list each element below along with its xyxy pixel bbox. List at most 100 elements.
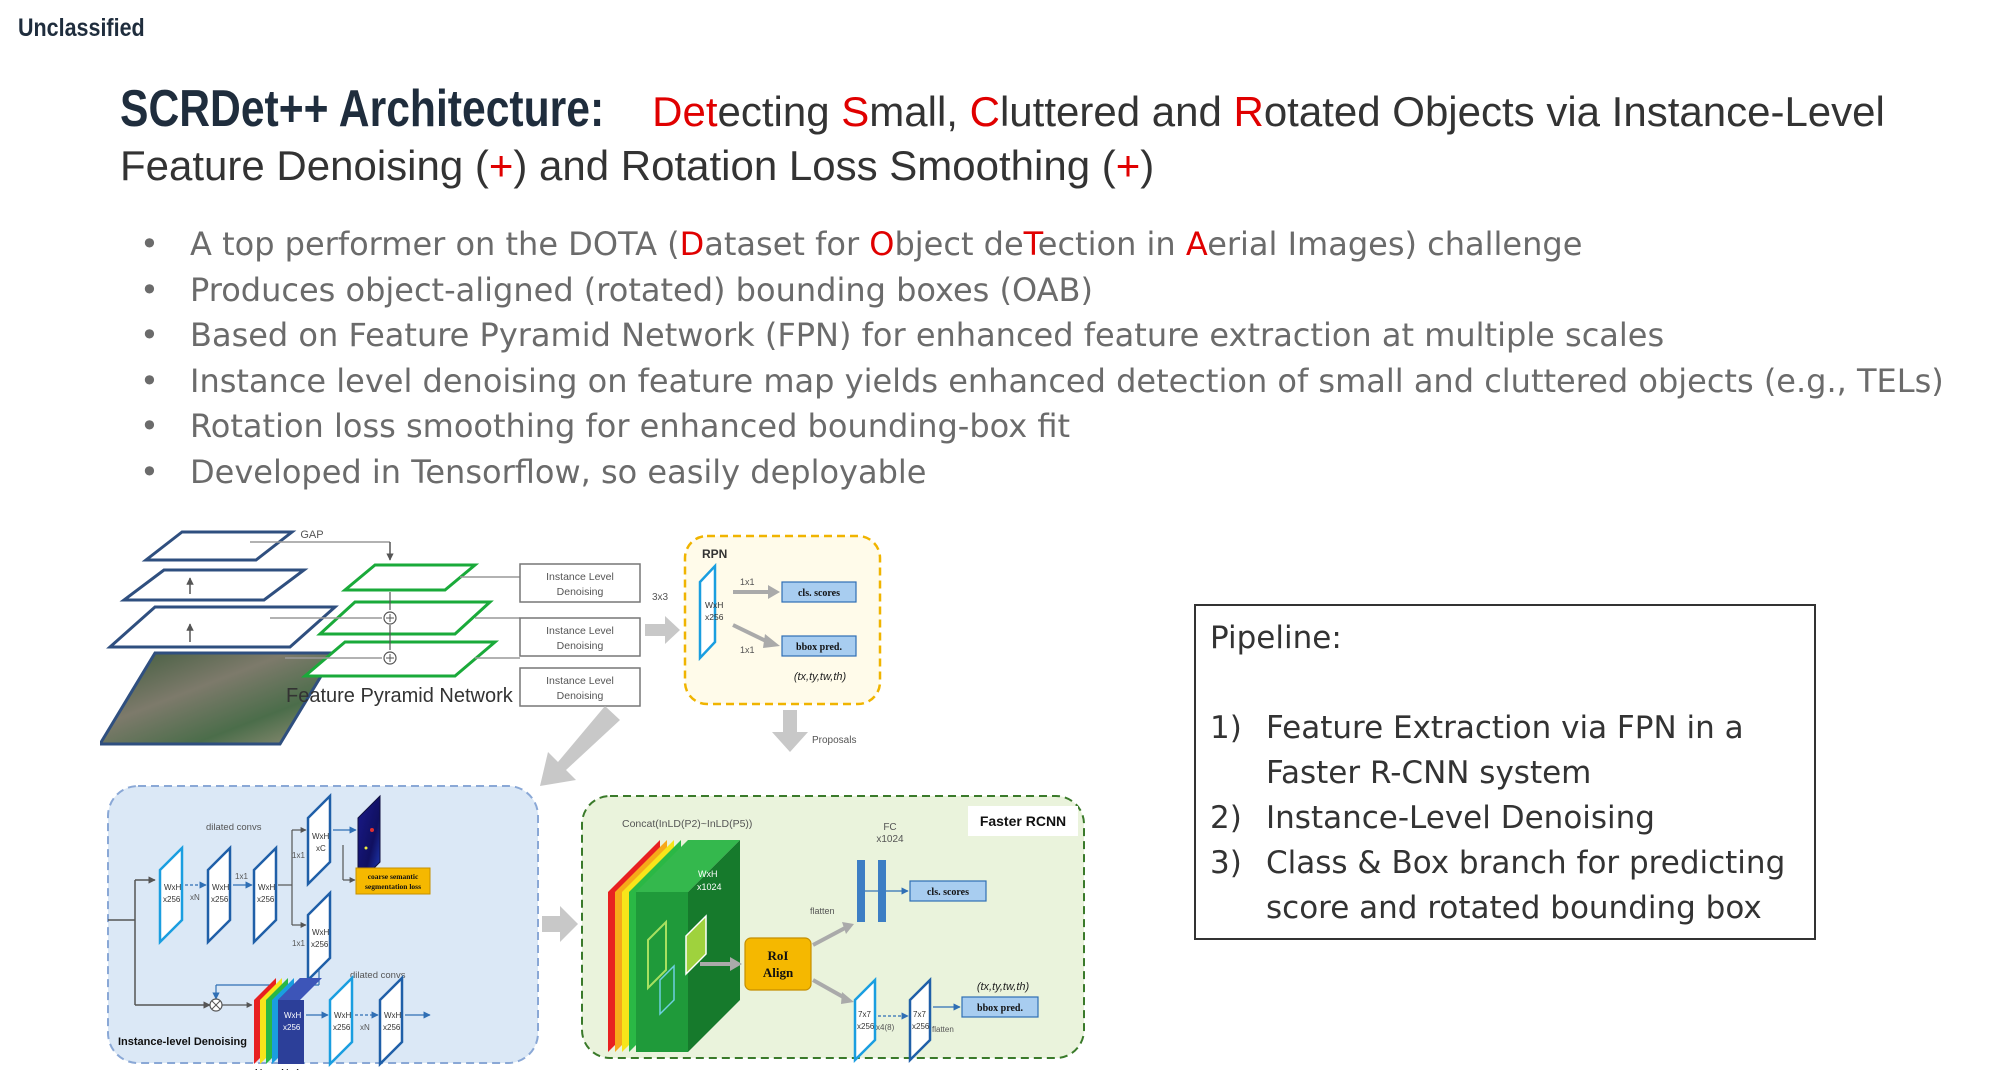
- fpn-layer-3: [340, 563, 480, 592]
- backbone-layer-3: [141, 530, 297, 562]
- pipeline-step-text: Class & Box branch for predicting score …: [1266, 845, 1786, 926]
- bullet-dot: •: [140, 407, 159, 445]
- fmap-wxh: WxH: [284, 1011, 302, 1020]
- red-highlight-text: S: [841, 88, 870, 135]
- text-segment: Developed in Tensorflow, so easily deplo…: [190, 452, 927, 491]
- backbone-layer-1: [106, 605, 339, 649]
- text-segment: Feature Denoising (: [120, 142, 489, 189]
- dilated-convs-label: dilated convs: [350, 970, 406, 981]
- text-segment: Based on Feature Pyramid Network (FPN) f…: [190, 316, 1665, 354]
- frcnn-cls-scores-label: cls. scores: [927, 887, 969, 898]
- ild-box-label: Denoising: [557, 640, 604, 652]
- rpn-panel: RPN WxH x256 1x1 1x1 cls. scores bbox pr…: [683, 534, 882, 706]
- fmap-wxh: WxH: [334, 1011, 352, 1020]
- dilated-convs-label: dilated convs: [206, 822, 262, 833]
- k1x1-label: 1x1: [292, 851, 305, 860]
- title-subtitle-line2: Feature Denoising (+) and Rotation Loss …: [120, 139, 1960, 193]
- xn-label: xN: [360, 1023, 370, 1032]
- bullet-dot: •: [140, 316, 159, 354]
- bullet-item: • Based on Feature Pyramid Network (FPN) …: [140, 313, 1944, 359]
- proposals-label: Proposals: [812, 735, 856, 746]
- title-main: SCRDet++ Architecture:: [120, 80, 605, 138]
- fmap-7x7: 7x7: [913, 1010, 926, 1019]
- aerial-image: [100, 651, 338, 746]
- pipeline-step: 2)Instance-Level Denoising: [1210, 796, 1800, 841]
- rpn-fmap-x256: x256: [705, 612, 724, 622]
- flatten-label: flatten: [932, 1025, 954, 1034]
- arrow-to-faster-rcnn: [542, 906, 578, 942]
- fmap-x256: x256: [857, 1022, 875, 1031]
- hierarchical-label: hierarchical: [255, 1067, 299, 1070]
- denoising-panel-label: Instance-level Denoising: [118, 1036, 247, 1048]
- fmap-wxh: WxH: [698, 869, 718, 879]
- fc-layer: [857, 860, 865, 922]
- bullet-dot: •: [140, 270, 159, 309]
- fmap-x1024: x1024: [697, 882, 722, 892]
- ild-box: [519, 563, 641, 603]
- pipeline-step-number: 1): [1210, 710, 1242, 746]
- fmap-wxh: WxH: [384, 1011, 402, 1020]
- pipeline-step: 3)Class & Box branch for predicting scor…: [1210, 841, 1800, 931]
- fc-label: FC: [883, 822, 896, 833]
- rpn-tuple-label: (tx,ty,tw,th): [794, 671, 847, 683]
- ild-boxes: Instance Level Denoising Instance Level …: [519, 563, 680, 707]
- fmap-wxh: WxH: [312, 928, 330, 937]
- fpn-caption: Feature Pyramid Network: [286, 685, 514, 707]
- kernel-3x3-label: 3x3: [652, 592, 669, 603]
- bullet-item: •Instance level denoising on feature map…: [140, 359, 1944, 405]
- pipeline-step: 1)Feature Extraction via FPN in a Faster…: [1210, 706, 1800, 796]
- text-segment: A top performer on the DOTA (: [190, 225, 680, 263]
- rpn-cls-scores-box: [781, 581, 857, 603]
- fmap-wxh: WxH: [258, 883, 276, 892]
- fc-x1024: x1024: [876, 834, 904, 845]
- gap-label: GAP: [300, 530, 323, 541]
- red-highlight-text: O: [869, 225, 895, 263]
- pipeline-step-number: 2): [1210, 800, 1242, 836]
- coarse-seg-label: coarse semantic: [368, 872, 419, 881]
- ild-box: [519, 617, 641, 657]
- ild-box-label: Denoising: [557, 586, 604, 598]
- fmap-x256: x256: [383, 1023, 401, 1032]
- red-highlight-text: R: [1233, 88, 1264, 135]
- bullet-list: •A top performer on the DOTA (Dataset fo…: [140, 222, 1944, 495]
- red-highlight-text: +: [488, 142, 514, 189]
- frcnn-tuple-label: (tx,ty,tw,th): [977, 981, 1030, 993]
- text-segment: Rotation loss smoothing for enhanced bou…: [190, 407, 1071, 445]
- text-segment: ): [1140, 142, 1155, 189]
- bullet-item: •A top performer on the DOTA (Dataset fo…: [140, 222, 1944, 268]
- rpn-fmap-wxh: WxH: [705, 600, 723, 610]
- pipeline-steps: 1)Feature Extraction via FPN in a Faster…: [1210, 706, 1800, 931]
- text-segment: mall,: [869, 88, 970, 135]
- segmentation-heatmap: [357, 794, 381, 886]
- fmap-wxh: WxH: [212, 883, 230, 892]
- backbone-layer-2: [119, 568, 309, 602]
- ild-box-label: Denoising: [557, 690, 604, 702]
- ild-box-label: Instance Level: [546, 675, 614, 687]
- denoising-panel: Instance-level Denoising dilated convs W…: [107, 785, 539, 1070]
- proposals-arrow: [772, 710, 808, 752]
- rpn-bbox-pred-box: [781, 635, 857, 657]
- rpn-bbox-pred-label: bbox pred.: [796, 642, 842, 653]
- slide-title: SCRDet++ Architecture: Detecting Small, …: [120, 82, 1960, 193]
- fmap-wxh: WxH: [312, 832, 330, 841]
- fmap-xc: xC: [316, 844, 326, 853]
- pipeline-title: Pipeline:: [1210, 620, 1342, 656]
- xn-label: xN: [190, 893, 200, 902]
- fmap-x256: x256: [912, 1022, 930, 1031]
- k1x1-label: 1x1: [235, 872, 248, 881]
- fmap-wxh: WxH: [164, 883, 182, 892]
- red-highlight-text: C: [969, 88, 1000, 135]
- rpn-1x1-label: 1x1: [740, 577, 755, 587]
- text-segment: bject de: [894, 225, 1024, 263]
- roi-align-label: RoI: [768, 948, 789, 963]
- ild-box: [519, 667, 641, 707]
- red-highlight-text: T: [1023, 225, 1038, 263]
- fmap-x256: x256: [283, 1023, 301, 1032]
- fmap-7x7: 7x7: [858, 1010, 871, 1019]
- ild-box-label: Instance Level: [546, 571, 614, 583]
- bullet-item: •Developed in Tensorflow, so easily depl…: [140, 450, 1944, 496]
- red-highlight-text: Det: [652, 88, 718, 135]
- rpn-cls-scores-label: cls. scores: [798, 588, 840, 599]
- flatten-label: flatten: [810, 906, 835, 916]
- k1x1-label: 1x1: [292, 939, 305, 948]
